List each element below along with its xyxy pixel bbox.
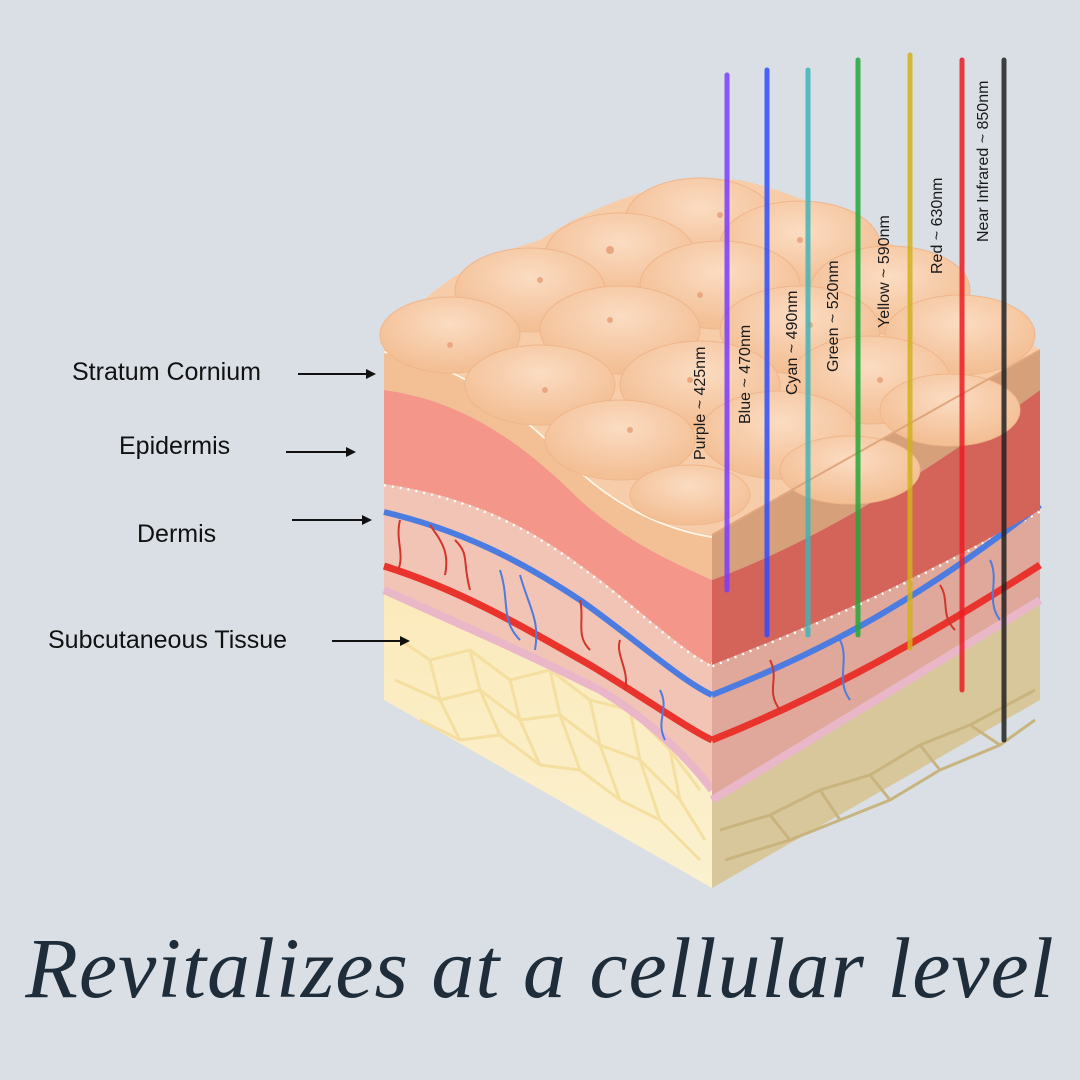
label-subcutaneous-tissue: Subcutaneous Tissue xyxy=(48,626,288,654)
skin-block-left-face xyxy=(382,350,716,888)
headline: Revitalizes at a cellular level xyxy=(25,920,1055,1016)
wavelength-label-purple: Purple ~ 425nm xyxy=(692,347,709,460)
light-rays xyxy=(724,52,1007,743)
wavelength-label-yellow: Yellow ~ 590nm xyxy=(876,215,893,328)
dermis-right xyxy=(712,510,1040,800)
label-stratum-cornium: Stratum Cornium xyxy=(72,358,261,386)
epidermis-layer xyxy=(384,390,712,665)
vein-line xyxy=(383,509,714,698)
wavelength-label-red: Red ~ 630nm xyxy=(929,177,946,274)
skin-surface xyxy=(379,177,1041,536)
label-epidermis: Epidermis xyxy=(119,432,231,460)
artery-line xyxy=(382,562,714,744)
stratum-cornium-layer xyxy=(384,350,712,580)
wavelength-label-green: Green ~ 520nm xyxy=(825,260,842,372)
wavelength-label-cyan: Cyan ~ 490nm xyxy=(784,290,801,395)
fat-cells xyxy=(394,638,707,862)
layer-arrows xyxy=(286,369,410,646)
wavelength-label-near-infrared: Near Infrared ~ 850nm xyxy=(975,81,992,242)
label-dermis: Dermis xyxy=(137,520,217,548)
epidermis-right xyxy=(712,390,1040,665)
subcutaneous-layer xyxy=(384,590,712,888)
wavelength-label-blue: Blue ~ 470nm xyxy=(737,325,754,424)
